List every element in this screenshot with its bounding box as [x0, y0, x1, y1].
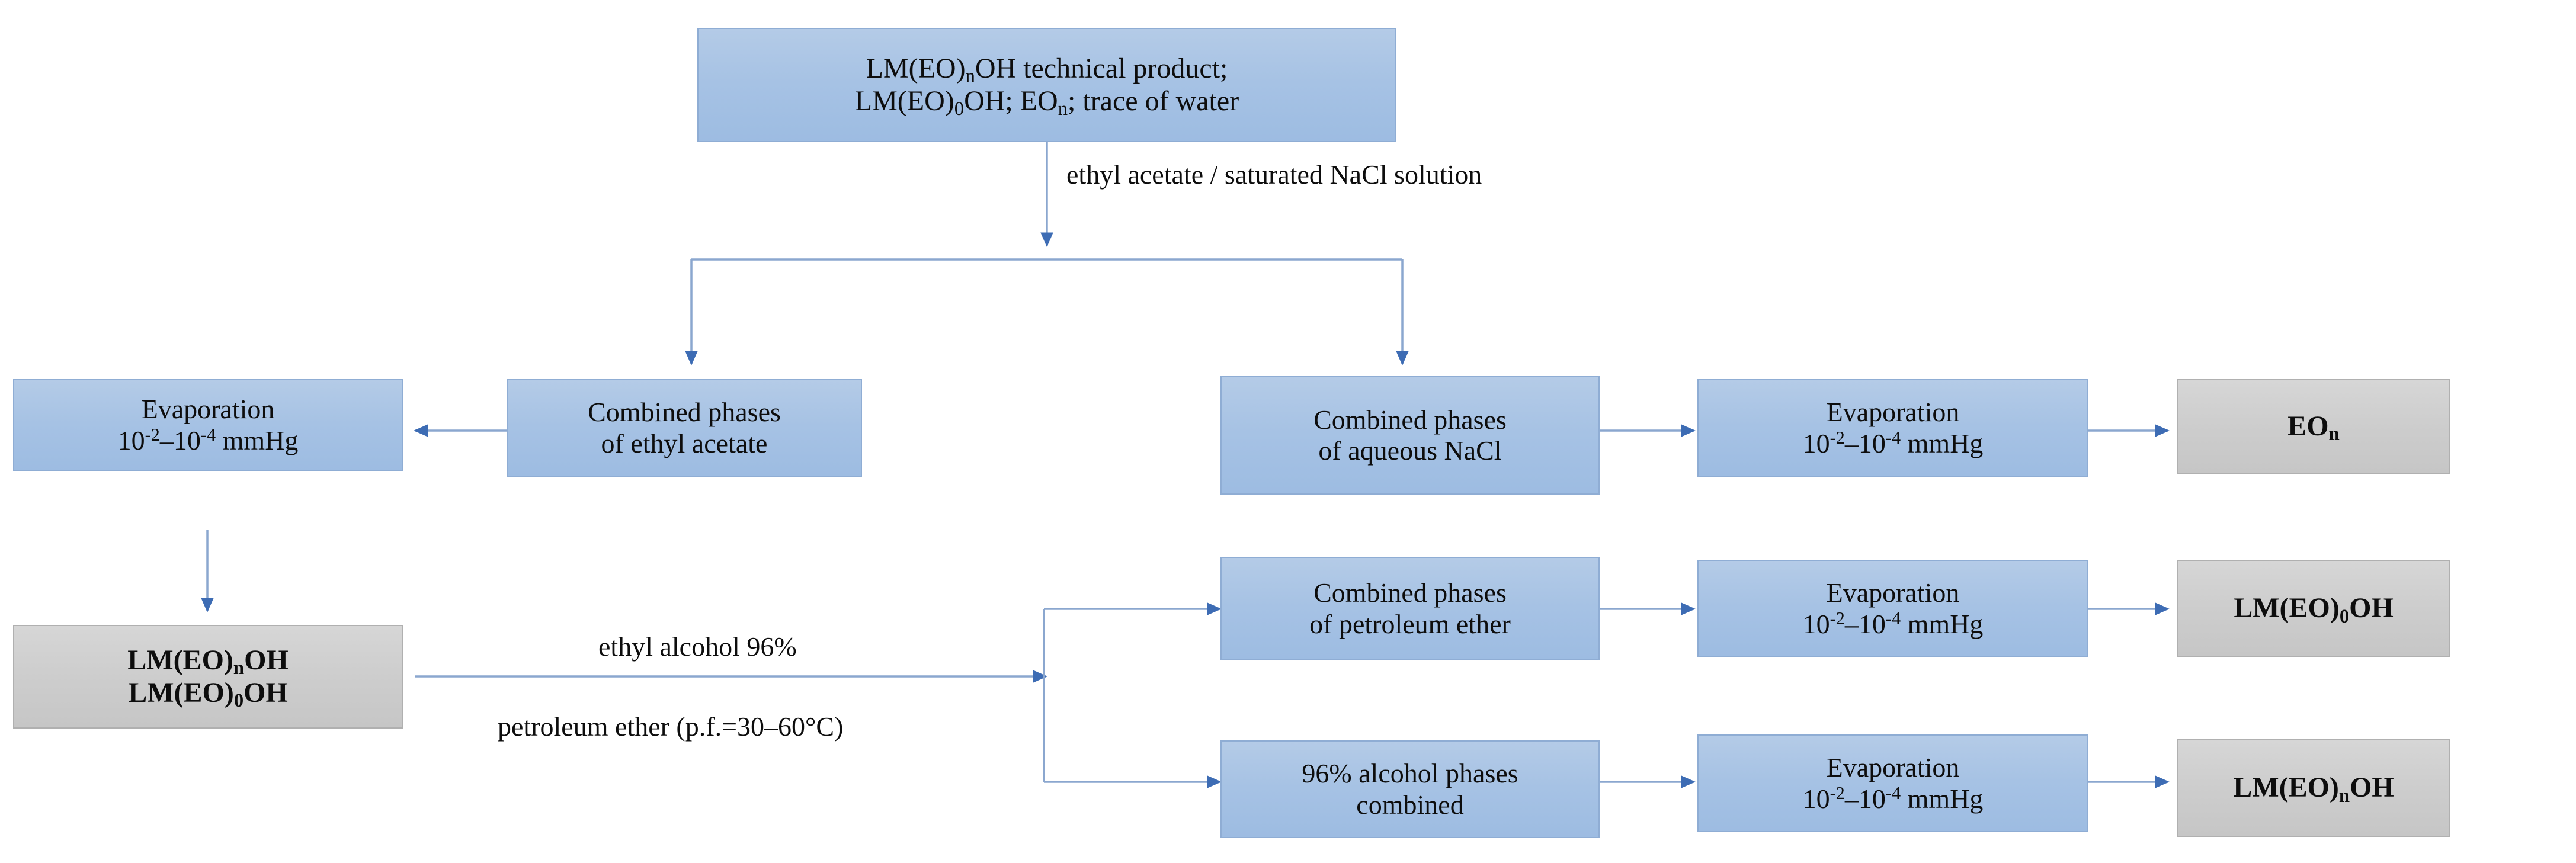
- evaporation-row2-pressure: 10-2–10-4 mmHg: [1802, 608, 1984, 639]
- node-alcohol-phases-combined[interactable]: 96% alcohol phases combined: [1220, 740, 1600, 838]
- petroleum-ether-text: petroleum ether (p.f.=30–60°C): [498, 711, 844, 742]
- evaporation-row1-title: Evaporation: [1826, 397, 1960, 428]
- alcohol-phases-line-1: 96% alcohol phases: [1302, 758, 1518, 789]
- evaporation-left-title: Evaporation: [141, 394, 275, 425]
- combined-ethyl-acetate-line-2: of ethyl acetate: [601, 428, 768, 458]
- node-evaporation-row3[interactable]: Evaporation 10-2–10-4 mmHg: [1697, 734, 2088, 832]
- evaporation-row2-title: Evaporation: [1826, 578, 1960, 608]
- node-product-eon[interactable]: EOn: [2177, 379, 2450, 474]
- lm-mixture-line-2: LM(EO)0OH: [128, 676, 288, 711]
- node-combined-ethyl-acetate[interactable]: Combined phases of ethyl acetate: [507, 379, 862, 477]
- combined-petroleum-ether-line-1: Combined phases: [1313, 578, 1507, 608]
- label-solvent-split: ethyl acetate / saturated NaCl solution: [1066, 159, 1482, 190]
- combined-ethyl-acetate-line-1: Combined phases: [588, 397, 781, 428]
- evaporation-left-pressure: 10-2–10-4 mmHg: [117, 424, 299, 455]
- node-evaporation-row2[interactable]: Evaporation 10-2–10-4 mmHg: [1697, 560, 2088, 657]
- node-lm-mixture[interactable]: LM(EO)nOH LM(EO)0OH: [13, 625, 403, 729]
- node-product-lm-eo0-oh[interactable]: LM(EO)0OH: [2177, 560, 2450, 657]
- label-petroleum-ether: petroleum ether (p.f.=30–60°C): [498, 711, 843, 742]
- lm-mixture-line-1: LM(EO)nOH: [127, 644, 289, 679]
- evaporation-row3-title: Evaporation: [1826, 752, 1960, 783]
- ethyl-alcohol-text: ethyl alcohol 96%: [598, 631, 797, 662]
- node-technical-product[interactable]: LM(EO)nOH technical product; LM(EO)0OH; …: [697, 28, 1396, 142]
- solvent-split-line-2: NaCl solution: [1329, 159, 1482, 190]
- technical-product-line-1: LM(EO)nOH technical product;: [866, 52, 1228, 88]
- alcohol-phases-line-2: combined: [1356, 789, 1464, 820]
- evaporation-row3-pressure: 10-2–10-4 mmHg: [1802, 782, 1984, 814]
- combined-aqueous-nacl-line-2: of aqueous NaCl: [1318, 435, 1502, 466]
- product-lm-eo0-oh-formula: LM(EO)0OH: [2234, 592, 2394, 627]
- label-ethyl-alcohol: ethyl alcohol 96%: [598, 631, 797, 662]
- combined-aqueous-nacl-line-1: Combined phases: [1313, 404, 1507, 435]
- product-eon-formula: EOn: [2287, 410, 2340, 445]
- technical-product-line-2: LM(EO)0OH; EOn; trace of water: [854, 85, 1239, 120]
- node-combined-petroleum-ether[interactable]: Combined phases of petroleum ether: [1220, 557, 1600, 660]
- product-lm-eon-oh-formula: LM(EO)nOH: [2233, 772, 2394, 807]
- node-combined-aqueous-nacl[interactable]: Combined phases of aqueous NaCl: [1220, 376, 1600, 495]
- evaporation-row1-pressure: 10-2–10-4 mmHg: [1802, 427, 1984, 458]
- node-evaporation-row1[interactable]: Evaporation 10-2–10-4 mmHg: [1697, 379, 2088, 477]
- node-product-lm-eon-oh[interactable]: LM(EO)nOH: [2177, 739, 2450, 837]
- node-evaporation-left[interactable]: Evaporation 10-2–10-4 mmHg: [13, 379, 403, 471]
- solvent-split-line-1: ethyl acetate / saturated: [1066, 159, 1323, 190]
- combined-petroleum-ether-line-2: of petroleum ether: [1309, 608, 1511, 639]
